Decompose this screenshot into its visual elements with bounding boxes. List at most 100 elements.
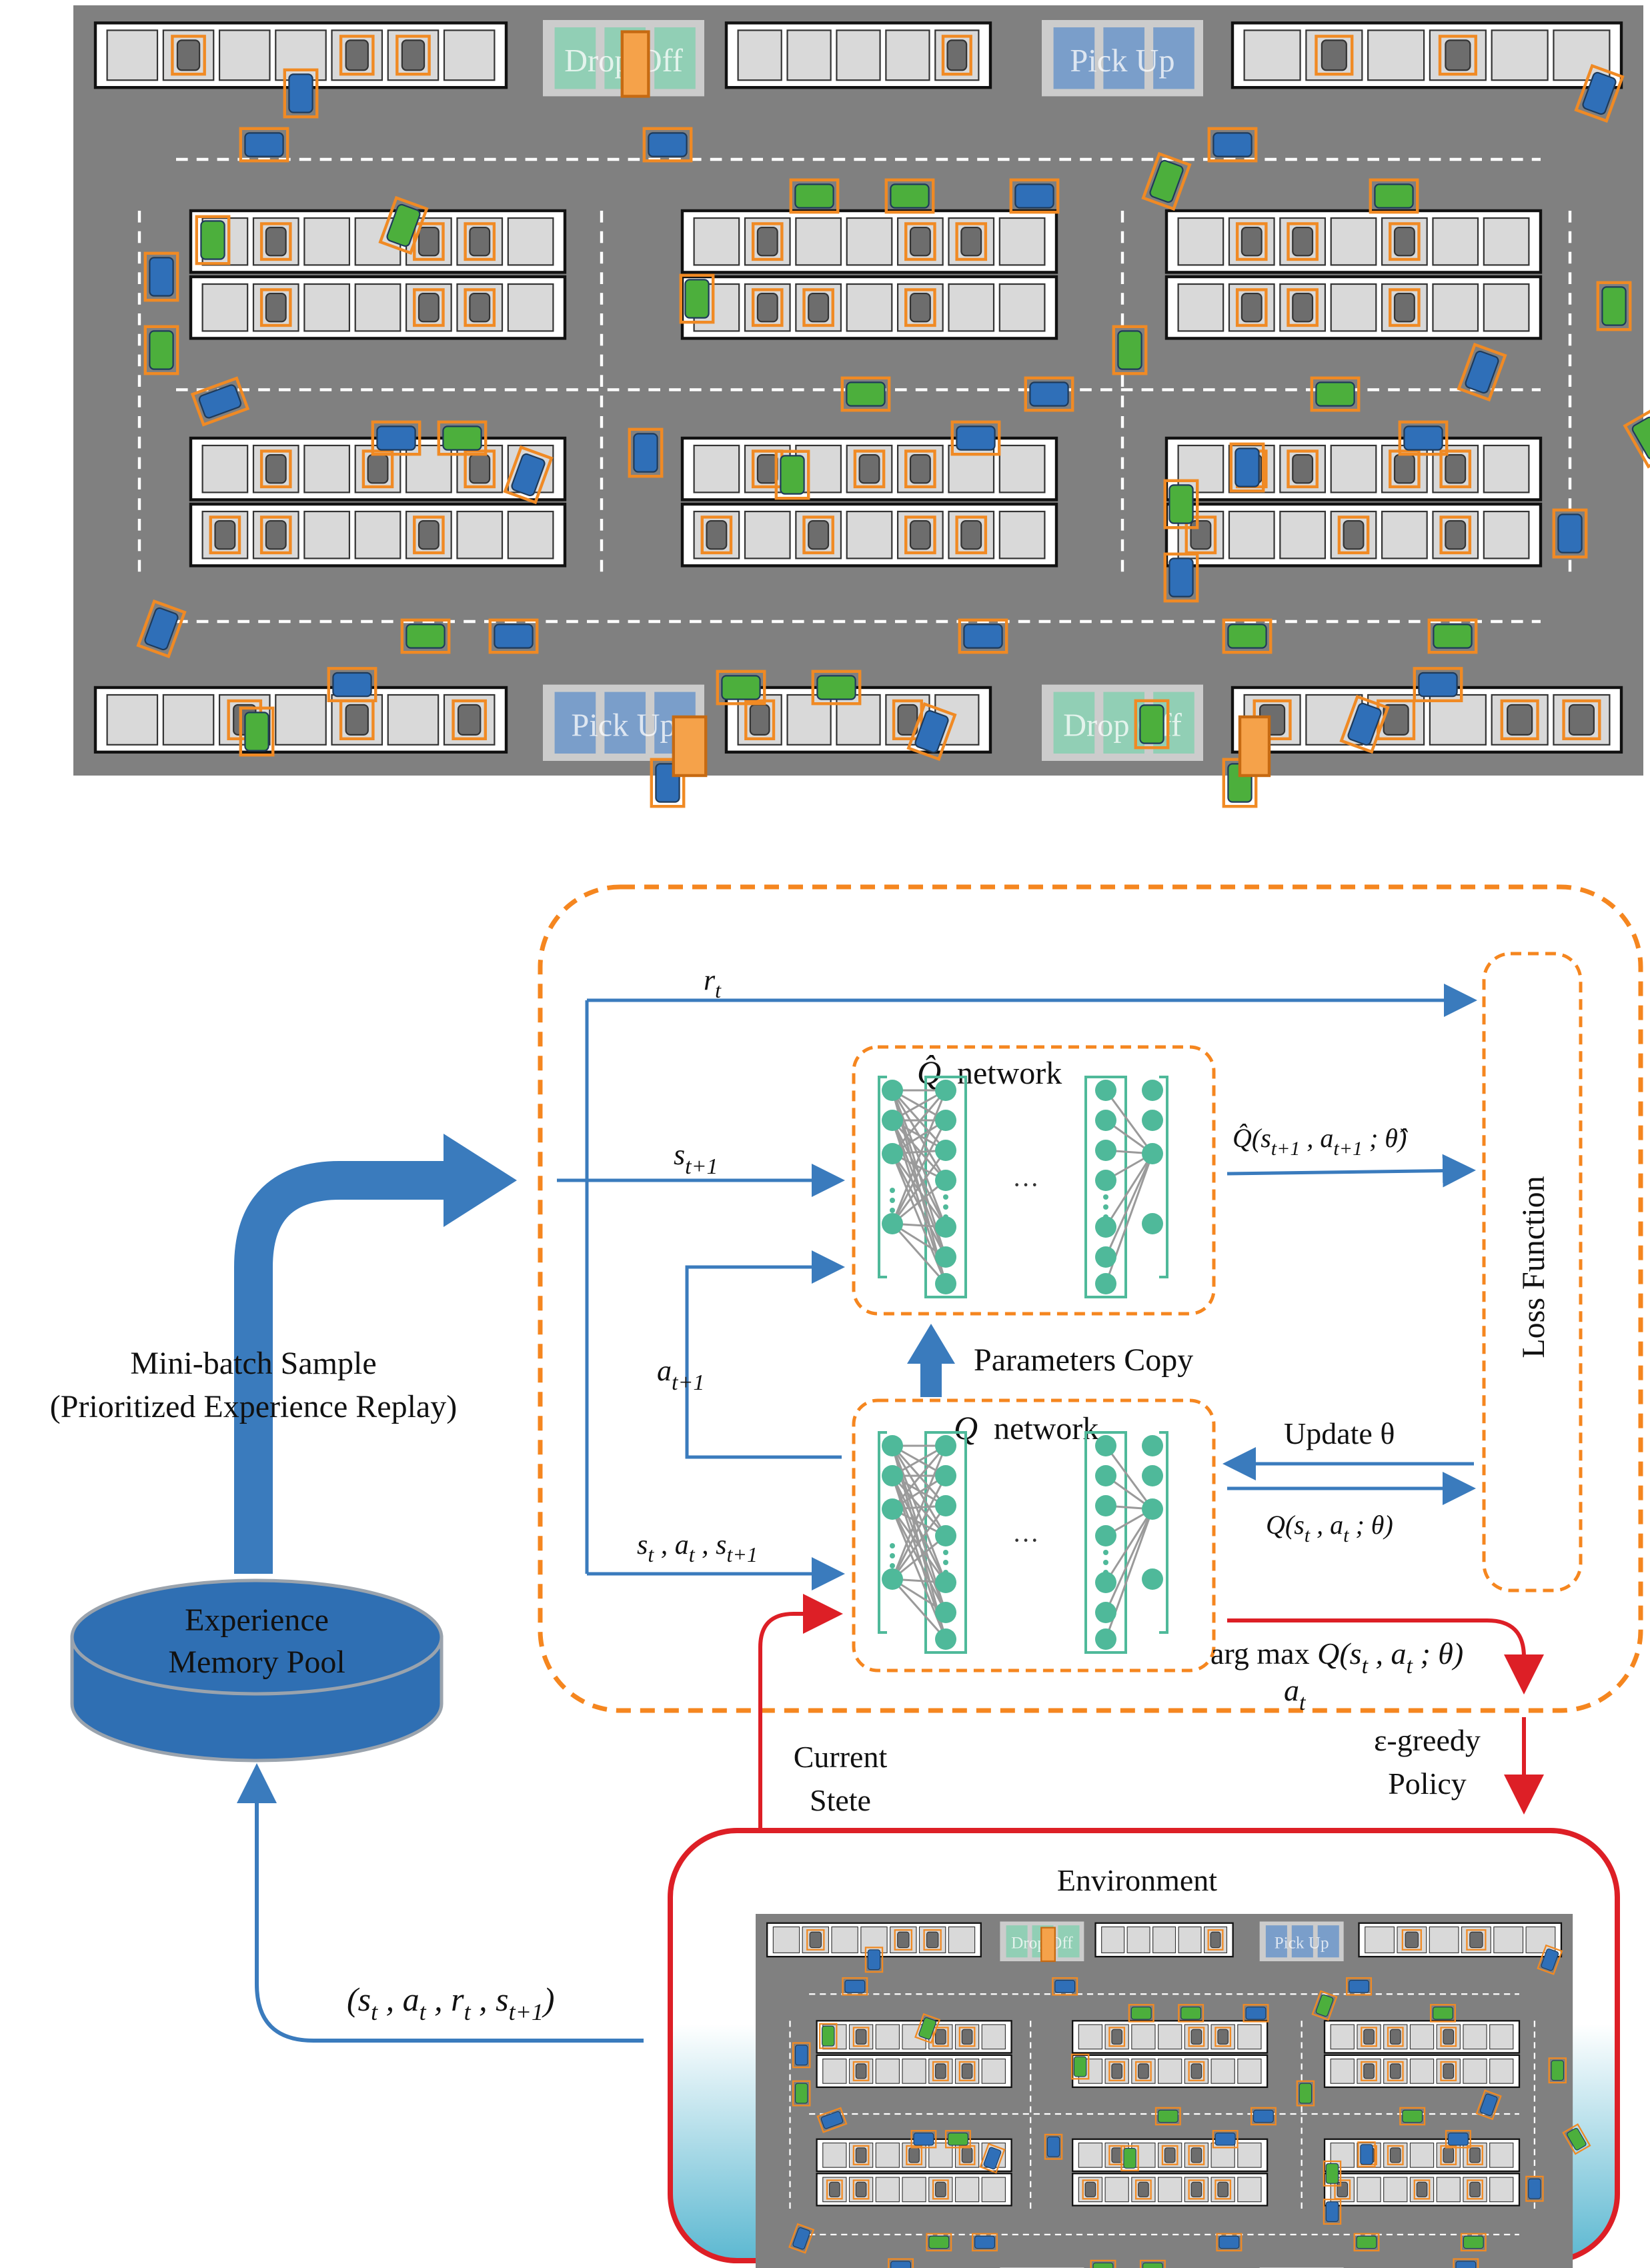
agv-frame	[1357, 2141, 1376, 2168]
neuron	[935, 1140, 956, 1161]
agv-body	[1014, 183, 1054, 209]
agv-frame	[1552, 508, 1588, 559]
agv-frame	[910, 2130, 937, 2149]
target-network-box	[852, 1045, 1216, 1316]
parked-car	[1469, 2147, 1481, 2163]
agv-frame	[853, 449, 886, 489]
parked-car	[1405, 1931, 1419, 1949]
zone-bay	[1053, 692, 1095, 754]
agv-frame	[1369, 178, 1419, 214]
agv-body	[1374, 183, 1414, 209]
neuron	[1095, 1465, 1116, 1486]
agv-frame	[143, 325, 179, 375]
agv-frame	[1207, 127, 1258, 163]
connection	[891, 1445, 947, 1580]
parking-slot	[744, 510, 791, 559]
ellipsis-dot	[890, 1553, 895, 1558]
parked-car	[1138, 2181, 1149, 2197]
agv-body	[1465, 350, 1499, 394]
agv-vehicle	[1353, 2233, 1380, 2252]
parking-slot	[303, 217, 351, 266]
parking-slot	[737, 29, 782, 81]
agv-vehicle	[1574, 63, 1625, 123]
agv-frame	[1235, 288, 1268, 327]
parking-slot	[1357, 2177, 1381, 2203]
connection	[891, 1090, 947, 1154]
agv-body	[200, 220, 225, 260]
agv-body	[1245, 2007, 1267, 2020]
agv-vehicle	[1052, 1977, 1078, 1996]
agv-vehicle	[1250, 2107, 1277, 2126]
agv-vehicle	[888, 2258, 914, 2268]
agv-body	[947, 2133, 968, 2146]
agv-body	[1325, 2201, 1339, 2223]
parked-car	[1445, 453, 1467, 484]
agv-frame	[464, 288, 496, 327]
agv-frame	[259, 449, 292, 489]
parking-slot	[507, 217, 554, 266]
parking-slot	[981, 2177, 1006, 2203]
agv-body	[511, 453, 546, 497]
agv-frame	[904, 222, 936, 261]
dqn-training-diagram: Loss Function Q̂ network ··· Q network ·…	[50, 884, 1643, 2268]
agv-frame	[1457, 342, 1507, 402]
agv-body	[867, 1949, 881, 1971]
agv-body	[1046, 2136, 1060, 2157]
parking-slot	[822, 2142, 847, 2168]
parked-car	[749, 704, 770, 736]
agv-vehicle	[1346, 1977, 1373, 1996]
agv-vehicle	[1134, 699, 1170, 750]
connection	[891, 1475, 947, 1536]
agv-vehicle	[979, 2143, 1006, 2174]
online-network-layers: ···	[878, 1431, 1168, 1654]
parameters-copy-arrow	[907, 1324, 955, 1397]
agv-body	[1315, 1994, 1334, 2017]
agv-body	[1551, 2060, 1564, 2081]
parked-car	[469, 453, 491, 484]
agv-frame	[1235, 222, 1268, 261]
neuron	[1095, 1080, 1116, 1101]
parked-car	[1164, 2147, 1176, 2163]
parked-car	[1084, 2181, 1096, 2197]
agv-frame	[239, 706, 275, 757]
agv-frame	[628, 427, 664, 478]
agv-frame	[1108, 2027, 1126, 2047]
parked-car	[908, 2147, 920, 2163]
layer-bracket	[878, 1431, 887, 1634]
connection	[1104, 1153, 1154, 1258]
parking-slot	[1237, 2177, 1262, 2203]
ellipsis-dot	[1103, 1194, 1108, 1200]
connection	[891, 1508, 947, 1583]
agv-vehicle	[819, 2023, 838, 2049]
neuron	[1095, 1572, 1116, 1593]
agv-vehicle	[1212, 2130, 1239, 2149]
agv-frame	[378, 195, 429, 255]
parked-car	[909, 292, 931, 323]
agv-vehicle	[1525, 2175, 1544, 2202]
agv-frame	[464, 449, 496, 489]
parking-slot	[1152, 1926, 1176, 1953]
parking-slot	[162, 694, 215, 746]
agv-vehicle	[143, 251, 179, 302]
carried-pallet	[1040, 1927, 1056, 1963]
layer-bracket	[878, 1076, 887, 1278]
parking-slot	[456, 510, 504, 559]
agv-frame	[1439, 515, 1472, 555]
agv-body	[386, 203, 421, 247]
agv-frame	[1467, 2179, 1483, 2200]
agv-frame	[195, 215, 231, 265]
parked-car	[935, 2063, 946, 2079]
agv-vehicle	[1430, 2004, 1456, 2023]
agv-frame	[413, 515, 445, 555]
zone-bay	[554, 27, 596, 89]
parked-car	[1190, 2063, 1202, 2079]
agv-vehicle	[1090, 2259, 1116, 2268]
parked-car	[809, 1931, 822, 1949]
neuron	[935, 1628, 956, 1650]
connection	[891, 1505, 947, 1580]
zone-bay	[1006, 1925, 1028, 1958]
neuron	[882, 1435, 903, 1456]
parked-car	[265, 519, 287, 550]
agv-frame	[716, 670, 766, 706]
